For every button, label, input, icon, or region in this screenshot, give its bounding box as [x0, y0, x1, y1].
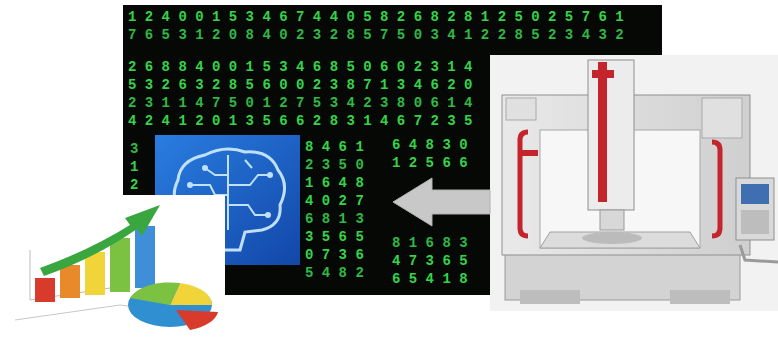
matrix-digits: 4 2 4 1 2 0 1 3 5 6 6 2 8 3 1 4 6 7 2 3 …: [128, 112, 472, 130]
matrix-digits: 6 5 4 1 8: [392, 270, 468, 288]
machine-tool: [490, 55, 778, 311]
matrix-digits: 1 2 5 6 6: [392, 154, 468, 172]
matrix-digits: 4 7 3 6 5: [392, 252, 468, 270]
matrix-digits: 6 4 8 3 0: [392, 136, 468, 154]
matrix-digits: 2 6 8 8 4 0 0 1 5 3 4 6 8 5 0 6 0 2 3 1 …: [128, 58, 472, 76]
matrix-digits: 8 4 6 1: [305, 138, 364, 156]
matrix-digits: 1: [130, 158, 138, 176]
block-arrow: [393, 178, 490, 226]
matrix-digits: 6 8 1 3: [305, 210, 364, 228]
matrix-digits: 3 5 6 5: [305, 228, 364, 246]
matrix-digits: 5 4 8 2: [305, 264, 364, 282]
matrix-digits: 3: [130, 140, 138, 158]
matrix-digits: 7 6 5 3 1 2 0 8 4 0 2 3 2 8 5 7 5 0 3 4 …: [128, 26, 624, 44]
matrix-digits: 2: [130, 176, 138, 194]
chart-clipart: [5, 195, 225, 337]
matrix-digits: 5 3 2 6 3 2 8 5 6 0 0 2 3 8 7 1 3 4 6 2 …: [128, 76, 472, 94]
matrix-digits: 1 6 4 8: [305, 174, 364, 192]
matrix-digits: 1 2 4 0 0 1 5 3 4 6 7 4 4 0 5 8 2 6 8 2 …: [128, 8, 624, 26]
matrix-digits: 4 0 2 7: [305, 192, 364, 210]
matrix-digits: 8 1 6 8 3: [392, 234, 468, 252]
matrix-digits: 2 3 1 1 4 7 5 0 1 2 7 5 3 4 2 3 8 0 6 1 …: [128, 94, 472, 112]
matrix-digits: 2 3 5 0: [305, 156, 364, 174]
matrix-digits: 0 7 3 6: [305, 246, 364, 264]
